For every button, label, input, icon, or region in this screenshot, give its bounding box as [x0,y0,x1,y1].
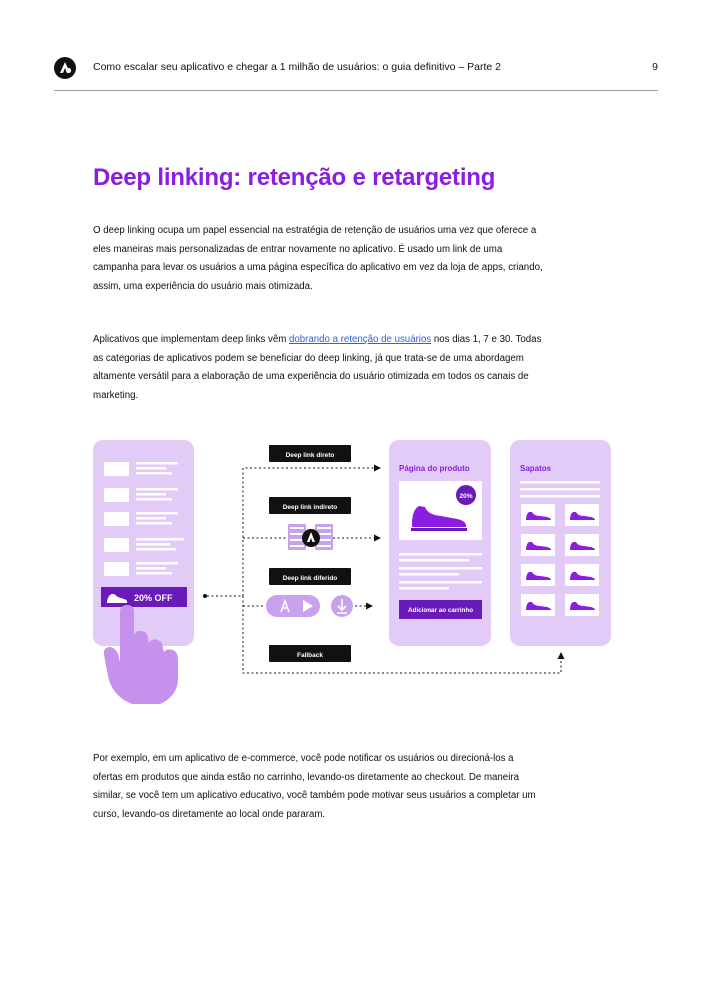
label-deferred-text: Deep link diferido [283,575,338,582]
product-grid [521,504,599,616]
discount-badge-text: 20% [459,493,472,500]
source-phone [93,440,194,646]
add-to-cart-button[interactable] [399,600,482,619]
label-fallback-text: Fallback [297,652,323,659]
paragraph-text: nos dias 1, 7 e 30. Todas as categorias … [93,334,542,401]
paragraph-retention: Aplicativos que implementam deep links v… [93,331,543,405]
retention-link[interactable]: dobrando a retenção de usuários [289,334,432,345]
label-indirect-deep-link: Deep link indireto [269,497,351,514]
hand-pointer-icon [103,605,178,704]
deep-linking-diagram: 20% OFF Deep link direto Deep link indir… [93,440,611,704]
label-direct-deep-link: Deep link direto [269,445,351,462]
sneaker-icon [412,506,467,527]
document-title: Como escalar seu aplicativo e chegar a 1… [93,61,501,73]
page-number: 9 [652,61,658,73]
app-store-icon [280,598,290,613]
label-indirect-text: Deep link indireto [283,504,338,511]
section-heading: Deep linking: retenção e retargeting [93,164,496,191]
product-page-phone: Página do produto 20% Adicionar ao carri… [389,440,491,646]
sneaker-icon [107,593,128,603]
label-deferred-deep-link: Deep link diferido [269,568,351,585]
promo-label: 20% OFF [134,593,173,603]
shoes-page-title: Sapatos [520,464,552,473]
download-icon [331,595,353,617]
play-store-icon [303,600,313,612]
paragraph-example: Por exemplo, em um aplicativo de e-comme… [93,753,536,820]
shoes-catalog-phone: Sapatos [510,440,611,646]
brand-logo-icon [54,57,76,79]
store-pill [266,595,320,617]
label-fallback: Fallback [269,645,351,662]
header-divider [54,90,658,91]
add-to-cart-label: Adicionar ao carrinho [408,607,473,614]
product-page-title: Página do produto [399,464,470,473]
promo-banner[interactable]: 20% OFF [101,587,187,607]
paragraph-text: Aplicativos que implementam deep links v… [93,334,289,345]
redirect-icon [288,524,333,550]
page-header: Como escalar seu aplicativo e chegar a 1… [54,56,658,82]
discount-badge [456,485,476,505]
paragraph-intro: O deep linking ocupa um papel essencial … [93,225,543,292]
label-direct-text: Deep link direto [286,452,335,459]
